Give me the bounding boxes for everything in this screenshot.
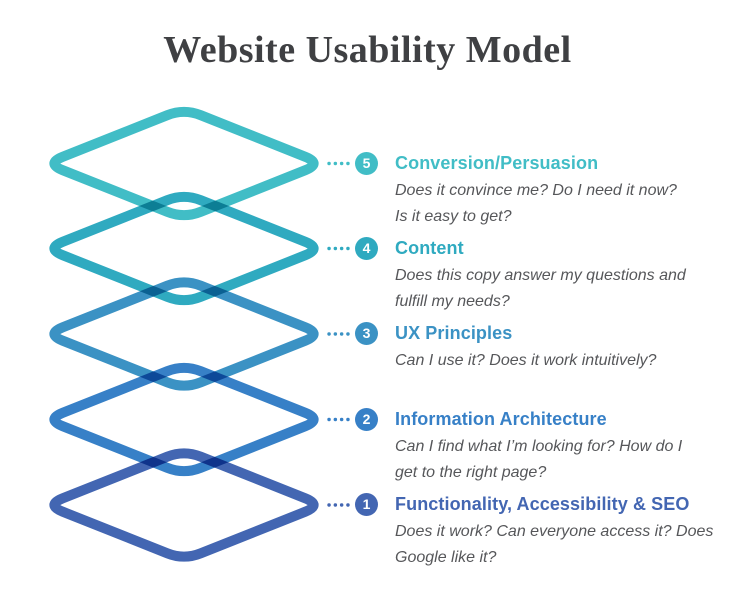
level-description: Can I find what I’m looking for? How do …	[395, 438, 683, 481]
level-text-2: Information Architecture Can I find what…	[395, 408, 723, 486]
level-description: Does it convince me? Do I need it now? I…	[395, 182, 677, 225]
level-row-5: 5 Conversion/Persuasion Does it convince…	[355, 152, 723, 225]
level-row-1: 1 Functionality, Accessibility & SEO Doe…	[355, 493, 723, 566]
level-number-badge-1: 1	[355, 493, 378, 516]
level-description: Does this copy answer my questions and f…	[395, 267, 686, 310]
diamond-layer-5	[49, 106, 319, 221]
diamond-layer-2	[49, 362, 319, 477]
level-number-badge-2: 2	[355, 408, 378, 431]
level-text-3: UX Principles Can I use it? Does it work…	[395, 322, 723, 374]
diamond-layer-4	[49, 191, 319, 306]
level-heading: Functionality, Accessibility & SEO	[395, 494, 690, 514]
level-number: 3	[362, 325, 371, 341]
level-text-4: Content Does this copy answer my questio…	[395, 237, 723, 315]
level-number: 2	[362, 411, 371, 427]
level-number: 4	[362, 240, 371, 256]
diamond-layer-3	[49, 277, 319, 391]
diamond-layer-1	[49, 448, 319, 562]
level-number-badge-5: 5	[355, 152, 378, 175]
level-number-badge-3: 3	[355, 322, 378, 345]
level-description: Can I use it? Does it work intuitively?	[395, 352, 657, 369]
level-number-badge-4: 4	[355, 237, 378, 260]
level-heading: Conversion/Persuasion	[395, 153, 599, 173]
level-heading: Content	[395, 238, 464, 258]
level-heading: UX Principles	[395, 323, 513, 343]
level-text-5: Conversion/Persuasion Does it convince m…	[395, 152, 723, 230]
level-number: 1	[362, 496, 371, 512]
level-text-1: Functionality, Accessibility & SEO Does …	[395, 493, 723, 571]
page-title: Website Usability Model	[163, 29, 572, 71]
level-row-4: 4 Content Does this copy answer my quest…	[355, 237, 723, 310]
level-number: 5	[362, 155, 371, 171]
level-description: Does it work? Can everyone access it? Do…	[395, 523, 714, 566]
level-heading: Information Architecture	[395, 409, 607, 429]
level-row-3: 3 UX Principles Can I use it? Does it wo…	[355, 322, 723, 369]
level-row-2: 2 Information Architecture Can I find wh…	[355, 408, 723, 481]
